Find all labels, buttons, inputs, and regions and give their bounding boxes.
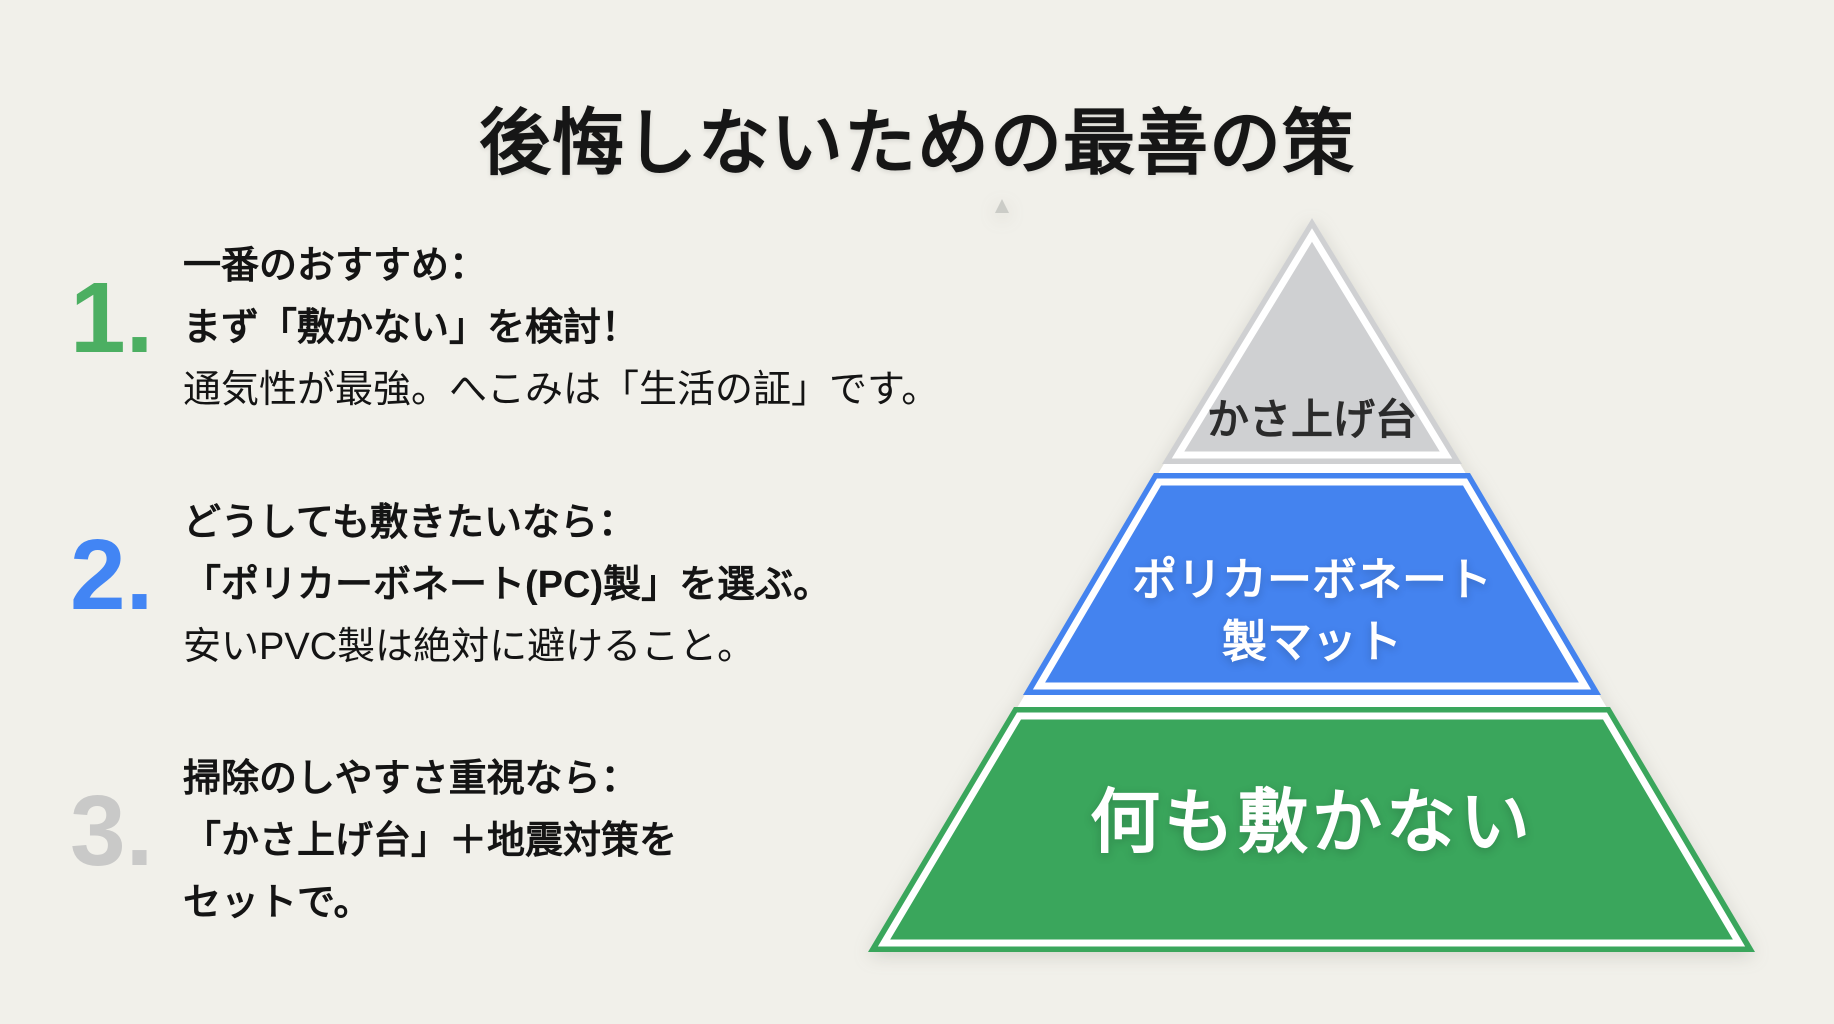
pyramid-level-top <box>1162 218 1462 464</box>
pyramid-level-middle-inset-outline <box>1032 478 1592 690</box>
item-1-line-3: 通気性が最強。へこみは「生活の証」です。 <box>183 369 940 411</box>
pyramid-label-middle-line-2: 製マット <box>1221 616 1403 667</box>
item-2-number: 2. <box>70 519 154 631</box>
page-title: 後悔しないための最善の策 <box>478 104 1355 184</box>
pyramid-level-bottom <box>868 707 1755 952</box>
item-1-line-2: まず「敷かない」を検討！ <box>183 307 640 349</box>
pyramid-level-bottom-inset-outline <box>877 712 1746 947</box>
pyramid-level-top-inset-outline <box>1171 228 1453 459</box>
item-3-number: 3. <box>70 775 154 887</box>
item-2-line-1: どうしても敷きたいなら： <box>183 502 636 544</box>
item-3-line-3: セットで。 <box>183 882 372 924</box>
decor-triangle <box>995 199 1009 213</box>
pyramid-label-middle-line-1: ポリカーボネート <box>1131 554 1493 605</box>
item-1-text: 一番のおすすめ： まず「敷かない」を検討！ 通気性が最強。へこみは「生活の証」で… <box>183 235 1013 421</box>
item-1-number: 1. <box>70 262 154 374</box>
pyramid-level-middle <box>1023 473 1601 695</box>
pyramid-label-bottom: 何も敷かない <box>1090 783 1534 861</box>
item-2-text: どうしても敷きたいなら： 「ポリカーボネート(PC)製」を選ぶ。 安いPVC製は… <box>183 492 1013 678</box>
item-1-line-1: 一番のおすすめ： <box>183 245 488 287</box>
pyramid-label-top: かさ上げ台 <box>1206 396 1418 443</box>
pyramid-label-middle: ポリカーボネート 製マット <box>1132 549 1492 673</box>
item-3-line-1: 掃除のしやすさ重視なら： <box>183 758 639 800</box>
item-2-line-3: 安いPVC製は絶対に避けること。 <box>183 626 756 668</box>
item-3-text: 掃除のしやすさ重視なら： 「かさ上げ台」＋地震対策を セットで。 <box>183 748 1013 934</box>
item-3-line-2: 「かさ上げ台」＋地震対策を <box>183 820 678 862</box>
pyramid-diagram <box>868 199 1755 952</box>
item-2-line-2: 「ポリカーボネート(PC)製」を選ぶ。 <box>183 564 832 606</box>
